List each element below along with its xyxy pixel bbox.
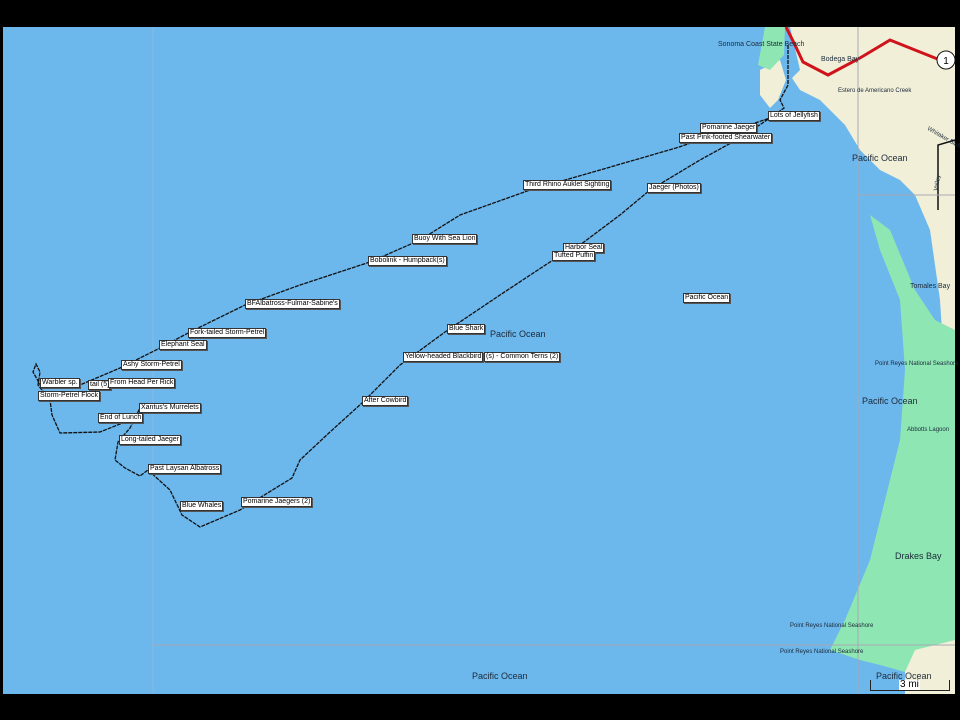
place-label: Tomales Bay xyxy=(910,283,951,290)
waypoint-label[interactable]: Warbler sp. xyxy=(40,378,80,388)
waypoint-label[interactable]: Yellow-headed Blackbird xyxy=(403,352,484,362)
waypoint-label[interactable]: Storm-Petrel Flock xyxy=(38,391,100,401)
road-highway-1 xyxy=(784,26,941,77)
waypoint-label[interactable]: Pomarine Jaeger xyxy=(700,123,758,133)
waypoint-label[interactable]: Ashy Storm-Petrel xyxy=(121,360,182,370)
place-label: Drakes Bay xyxy=(895,551,942,561)
waypoint-label[interactable]: Blue Whales xyxy=(180,501,224,511)
waypoint-label[interactable]: Blue Shark xyxy=(447,324,486,334)
waypoint-label[interactable]: Third Rhino Auklet Sighting xyxy=(523,180,612,190)
scale-bar: 3 mi xyxy=(870,680,950,691)
place-label: Point Reyes National Seashore xyxy=(780,649,864,655)
park-point-reyes xyxy=(830,215,955,672)
waypoint-label[interactable]: BFAlbatross-Fulmar-Sabine's xyxy=(245,299,340,309)
waypoint-label[interactable]: Fork-tailed Storm-Petrel xyxy=(188,328,267,338)
place-label: Abbotts Lagoon xyxy=(907,427,950,433)
waypoint-label[interactable]: After Cowbird xyxy=(362,396,409,406)
park-sonoma-coast xyxy=(758,27,785,70)
place-label: Pacific Ocean xyxy=(876,671,932,681)
waypoint-label[interactable]: Pomarine Jaegers (2) xyxy=(241,497,313,507)
road-valley xyxy=(937,139,956,210)
place-label: Estero de Americano Creek xyxy=(838,88,912,94)
place-label: Pacific Ocean xyxy=(490,329,546,339)
route-number: 1 xyxy=(943,56,949,67)
place-label: Sonoma Coast State Beach xyxy=(718,41,805,48)
place-label: Bodega Bay xyxy=(821,56,860,63)
waypoint-label[interactable]: Buoy With Sea Lion xyxy=(412,234,478,244)
land-mainland xyxy=(790,27,955,694)
route-shield-icon xyxy=(936,50,956,70)
waypoint-label[interactable]: Long-tailed Jaeger xyxy=(119,435,181,445)
waypoint-label[interactable]: Bobolink - Humpback(s) xyxy=(368,256,447,266)
waypoint-label[interactable]: End of Lunch xyxy=(98,413,144,423)
place-label: Pacific Ocean xyxy=(862,396,918,406)
scale-label: 3 mi xyxy=(899,679,920,690)
place-label: Pacific Ocean xyxy=(852,153,908,163)
waypoint-label[interactable]: From Head Per Rick xyxy=(108,378,176,388)
waypoint-label[interactable]: Xantus's Murrelets xyxy=(139,403,201,413)
waypoint-label[interactable]: Past Laysan Albatross xyxy=(148,464,222,474)
waypoint-label[interactable]: Elephant Seal xyxy=(159,340,207,350)
place-label: Pacific Ocean xyxy=(472,671,528,681)
bodega-head xyxy=(760,60,786,108)
place-label: Point Reyes National Seashore xyxy=(790,623,874,629)
place-label: Point Reyes National Seashore xyxy=(875,361,959,367)
waypoint-label[interactable]: Tufted Puffin xyxy=(552,251,596,261)
waypoint-label[interactable]: Jaeger (Photos) xyxy=(647,183,701,193)
waypoint-label[interactable]: Pacific Ocean xyxy=(683,293,731,303)
waypoint-label[interactable]: (s) - Common Terns (2) xyxy=(484,352,561,362)
waypoint-label[interactable]: Past Pink-footed Shearwater xyxy=(679,133,773,143)
waypoint-label[interactable]: Lots of Jellyfish xyxy=(768,111,820,121)
